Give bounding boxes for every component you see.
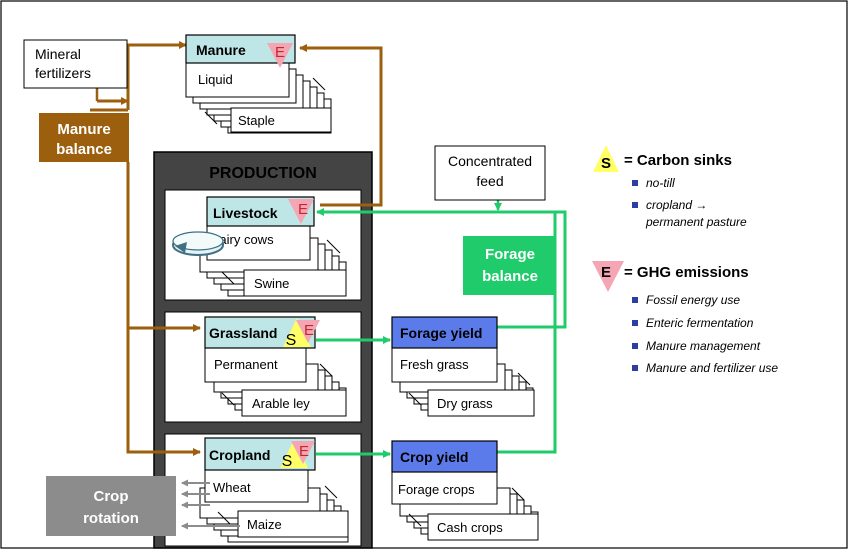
legend-sinks-item-permanent-pasture: permanent pasture [645, 215, 747, 229]
svg-text:S: S [601, 155, 611, 172]
forage-balance-line1: Forage [485, 246, 535, 263]
legend-bullet [632, 202, 638, 208]
legend-emissions-item-manure-fertilizer-use: Manure and fertilizer use [646, 361, 778, 375]
svg-text:E: E [298, 201, 308, 218]
emission-badge-grassland: E [296, 320, 320, 343]
sink-badge-grassland: S [283, 318, 311, 349]
forage-balance-box: Forage balance [463, 236, 556, 295]
livestock-item-dairy-cows: Dairy cows [210, 232, 274, 247]
manure-balance-line2: balance [56, 141, 112, 158]
legend-carbon-sinks: S = Carbon sinks no-till cropland → perm… [593, 145, 747, 229]
svg-text:E: E [304, 322, 314, 339]
manure-balance-line1: Manure [57, 121, 110, 138]
legend-bullet [632, 180, 638, 186]
crop-yield-item-cash-crops: Cash crops [437, 520, 503, 535]
manure-item-staple: Staple [238, 113, 275, 128]
mineral-fertilizers-box: Mineral fertilizers [23, 39, 128, 89]
crop-rotation-arrows [181, 479, 240, 530]
manure-stack: Liquid Staple Manure E [185, 34, 332, 134]
forage-yield-stack: Fresh grass Dry grass Forage yield [391, 316, 535, 417]
concentrated-feed-line1: Concentrated [448, 153, 532, 169]
legend-bullet [632, 365, 638, 371]
cropland-item-wheat: Wheat [213, 480, 251, 495]
svg-text:E: E [275, 44, 285, 61]
crop-yield-item-forage-crops: Forage crops [398, 482, 475, 497]
livestock-title: Livestock [213, 205, 278, 221]
legend-emissions-item-manure-management: Manure management [646, 339, 761, 353]
legend-ghg-emissions: E = GHG emissions Fossil energy use Ente… [592, 261, 778, 375]
sink-legend-icon: S [593, 145, 619, 172]
manure-balance-arrows [90, 41, 383, 456]
legend-emissions-item-fossil-energy: Fossil energy use [646, 293, 740, 307]
crop-rotation-box: Crop rotation [46, 476, 176, 536]
legend-emissions-title: = GHG emissions [624, 264, 749, 281]
manure-title: Manure [196, 42, 246, 58]
legend-bullet [632, 343, 638, 349]
grassland-stack: Permanent Arable ley Grassland S E [204, 316, 347, 417]
cropland-title: Cropland [209, 447, 270, 463]
production-title: PRODUCTION [209, 165, 317, 182]
grassland-item-arable-ley: Arable ley [252, 396, 310, 411]
forage-balance-line2: balance [482, 268, 538, 285]
cropland-item-maize: Maize [247, 517, 282, 532]
svg-text:E: E [601, 264, 611, 281]
recycle-arrow-icon [172, 231, 224, 256]
legend-sinks-title: = Carbon sinks [624, 152, 732, 169]
legend-sinks-item-no-till: no-till [646, 176, 675, 190]
legend-emissions-item-enteric-fermentation: Enteric fermentation [646, 316, 754, 330]
mineral-fertilizers-line2: fertilizers [35, 65, 91, 81]
svg-text:S: S [286, 332, 297, 349]
legend-sinks-item-cropland: cropland → [646, 198, 707, 212]
mineral-fertilizers-line1: Mineral [35, 46, 81, 62]
concentrated-feed-box: Concentrated feed [434, 145, 546, 201]
forage-yield-title: Forage yield [400, 325, 482, 341]
forage-yield-item-fresh-grass: Fresh grass [400, 357, 469, 372]
crop-yield-stack: Forage crops Cash crops Crop yield [391, 440, 539, 541]
forage-yield-item-dry-grass: Dry grass [437, 396, 493, 411]
livestock-stack: Dairy cows Swine Livestock E [172, 196, 347, 297]
livestock-item-swine: Swine [254, 276, 289, 291]
emission-legend-icon: E [592, 261, 624, 292]
manure-balance-box: Manure balance [39, 113, 129, 162]
svg-text:S: S [282, 453, 293, 470]
legend-bullet [632, 320, 638, 326]
emission-badge-manure: E [267, 43, 293, 68]
manure-item-liquid: Liquid [198, 72, 233, 87]
grassland-item-permanent: Permanent [214, 357, 278, 372]
concentrated-feed-line2: feed [476, 173, 503, 189]
emission-badge-livestock: E [288, 199, 314, 224]
legend-bullet [632, 297, 638, 303]
sink-badge-cropland: S [280, 440, 308, 470]
cropland-stack: Wheat Maize Cropland S E [199, 437, 349, 543]
crop-rotation-line2: rotation [83, 510, 139, 527]
svg-text:E: E [299, 443, 309, 460]
grassland-title: Grassland [209, 325, 277, 341]
crop-rotation-line1: Crop [94, 488, 129, 505]
crop-yield-title: Crop yield [400, 449, 468, 465]
emission-badge-cropland: E [291, 441, 315, 464]
